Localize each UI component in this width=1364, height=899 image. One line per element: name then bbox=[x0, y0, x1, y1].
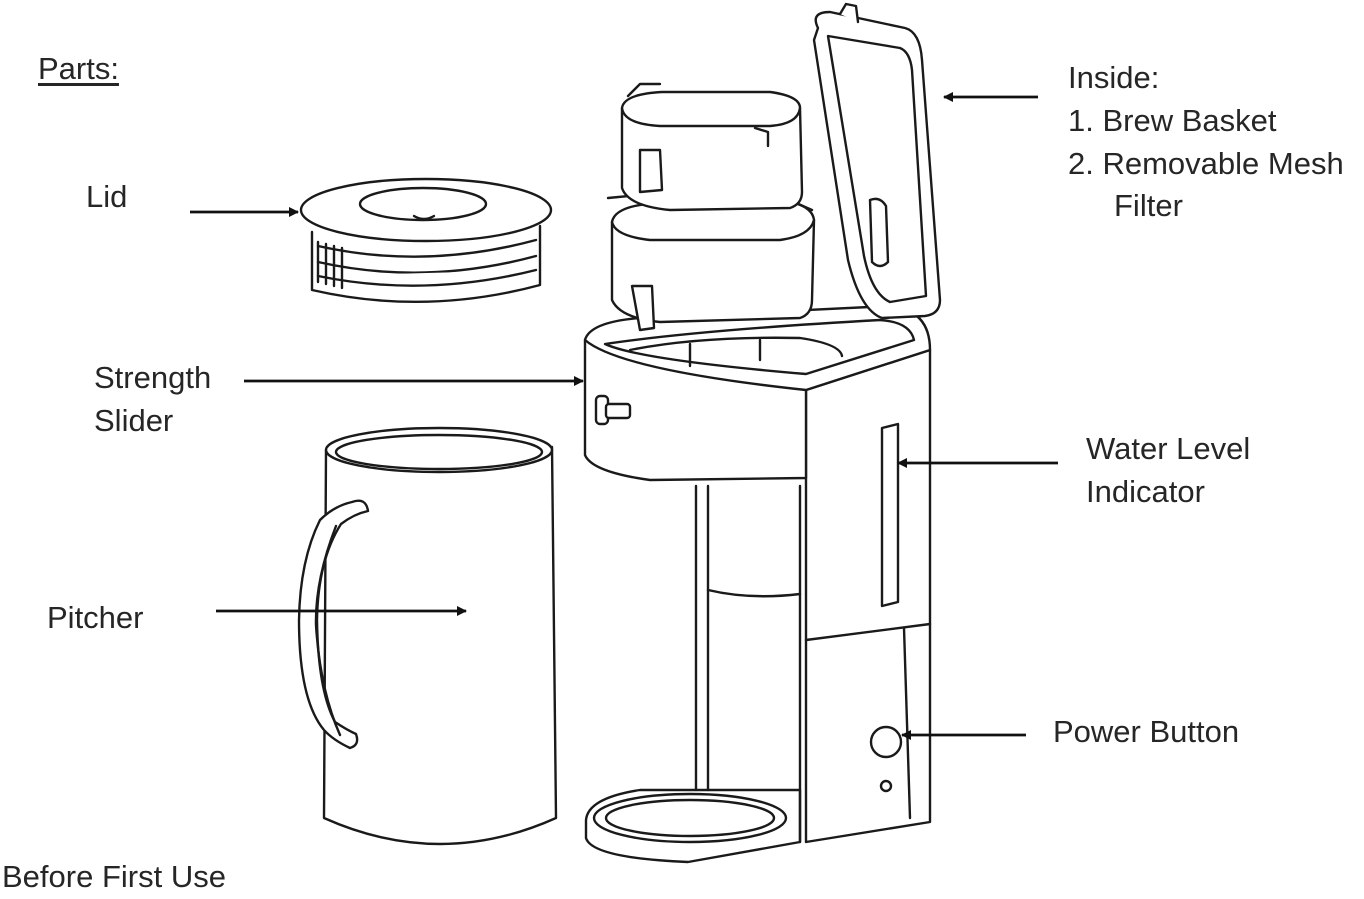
inside-item-brew-basket: 1. Brew Basket bbox=[1068, 102, 1277, 138]
pitcher-drawing bbox=[297, 426, 558, 846]
strength-slider-label-line2: Slider bbox=[94, 402, 174, 438]
before-first-use-heading: Before First Use bbox=[2, 859, 226, 894]
inside-item-mesh-filter-cont: Filter bbox=[1114, 188, 1183, 224]
water-level-label-line1: Water Level bbox=[1086, 431, 1251, 466]
tea-maker-parts-illustration bbox=[190, 2, 1058, 864]
inside-label: Inside: 1. Brew Basket 2. Removable Mesh… bbox=[1068, 57, 1344, 228]
water-level-indicator-label: Water Level Indicator bbox=[1086, 428, 1250, 514]
power-button-label: Power Button bbox=[1053, 714, 1240, 749]
inside-title: Inside: bbox=[1068, 60, 1160, 95]
lid-drawing bbox=[299, 177, 553, 304]
parts-heading: Parts: bbox=[38, 51, 119, 86]
pitcher-label: Pitcher bbox=[47, 600, 144, 635]
strength-slider-label-line1: Strength bbox=[94, 360, 212, 395]
inside-item-mesh-filter: 2. Removable Mesh bbox=[1068, 145, 1344, 181]
strength-slider-label: Strength Slider bbox=[94, 357, 211, 443]
tea-maker-drawing bbox=[583, 2, 942, 864]
lid-label: Lid bbox=[86, 179, 128, 214]
water-level-label-line2: Indicator bbox=[1086, 473, 1205, 509]
